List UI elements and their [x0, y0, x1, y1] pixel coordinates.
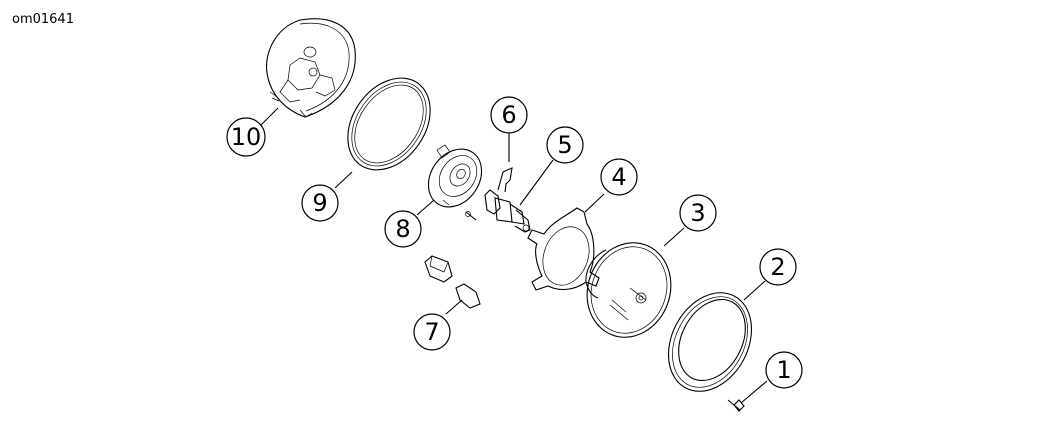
callout-label: 2: [770, 253, 785, 281]
callout-label: 6: [501, 101, 516, 129]
screw: [727, 399, 745, 412]
callout-9: 9: [301, 184, 339, 222]
callout-10: 10: [226, 117, 266, 157]
position-lamp-bulb: [424, 255, 481, 309]
callout-label: 4: [611, 163, 626, 191]
callout-label: 1: [776, 356, 791, 384]
callout-5: 5: [546, 126, 584, 164]
callout-8: 8: [384, 210, 422, 248]
small-screw: [465, 211, 477, 221]
bulb-retaining-clip: [497, 167, 513, 193]
callout-label: 5: [557, 131, 572, 159]
callout-label: 7: [424, 318, 439, 346]
callout-6: 6: [490, 96, 528, 134]
callout-1: 1: [765, 351, 803, 389]
callout-label: 3: [690, 199, 705, 227]
callout-label: 8: [395, 215, 410, 243]
headlamp-shell: [266, 18, 356, 118]
callout-2: 2: [759, 248, 797, 286]
headlamp-bulb: [484, 189, 531, 233]
callout-label: 10: [231, 123, 262, 151]
callout-7: 7: [413, 313, 451, 351]
rim: [667, 292, 753, 392]
callout-3: 3: [679, 194, 717, 232]
mounting-bracket: [527, 207, 600, 291]
seal: [347, 77, 431, 171]
headlamp-unit: [585, 242, 672, 338]
callout-4: 4: [600, 158, 638, 196]
bulb-holder: [427, 144, 483, 208]
reference-code: om01641: [12, 12, 74, 27]
leader-lines: [259, 107, 768, 404]
callout-label: 9: [312, 189, 327, 217]
